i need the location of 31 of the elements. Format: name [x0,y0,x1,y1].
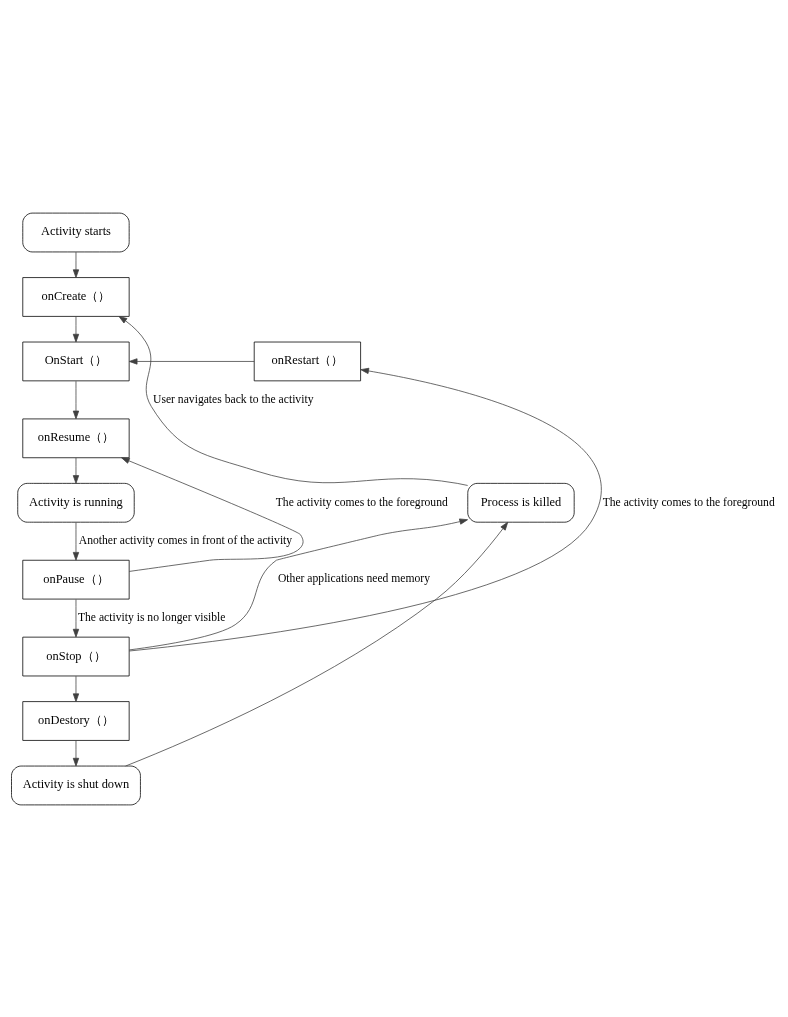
edge-label: User navigates back to the activity [153,392,314,406]
arrow [128,367,601,651]
arrow [118,315,469,486]
node-box: Activity is running [17,482,135,523]
node-box: onStop（） [22,636,130,676]
arrow [128,518,468,650]
edge-label: The activity comes to the foreground [602,495,775,509]
arrow [72,380,80,419]
node-box: onRestart（） [253,341,361,381]
arrow [125,521,509,766]
arrow [72,315,80,342]
arrow [72,598,80,637]
edge-label: The activity comes to the foreground [275,495,448,509]
arrow [72,457,80,484]
node-box: onResume（） [22,418,130,458]
node-box: onDestory（） [22,700,130,741]
node-box: Activity starts [22,212,130,252]
node-box: Activity is shut down [11,765,141,805]
node-box: onPause（） [22,559,130,599]
node-box: Process is killed [467,482,575,523]
edge-label: Other applications need memory [277,571,431,585]
arrow [72,251,80,278]
arrow [121,456,304,572]
node-box: onCreate（） [22,276,130,317]
edge-label: The activity is no longer visible [77,610,226,624]
edge-label: Another activity comes in front of the activity [78,533,293,547]
arrow [128,357,255,365]
node-box: OnStart（） [22,341,130,381]
arrow [72,675,80,702]
arrow [72,739,80,766]
arrow [72,521,80,561]
